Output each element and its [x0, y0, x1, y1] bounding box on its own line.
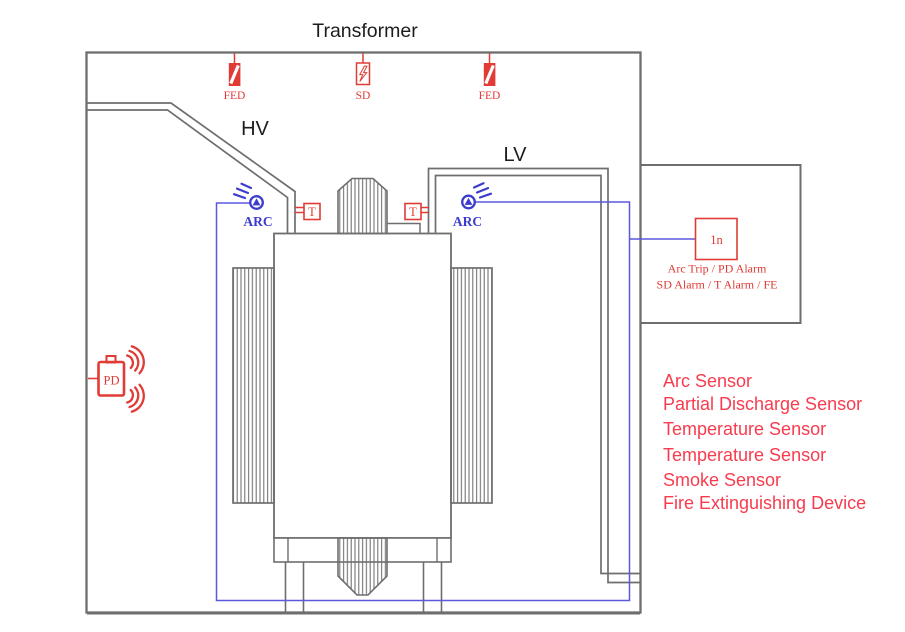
- smoke-detector-icon: [355, 53, 371, 86]
- transformer-tank: [273, 232, 452, 539]
- bottom-fins: [337, 537, 388, 596]
- lv-label: LV: [504, 144, 528, 166]
- pd-label: PD: [104, 374, 120, 388]
- tank-top-step: [387, 222, 421, 234]
- fed-left-icon: [228, 53, 241, 86]
- sensor-legend: Arc Sensor Partial Discharge Sensor Temp…: [663, 371, 866, 513]
- temp-right-label: T: [409, 205, 417, 219]
- right-radiator: [450, 267, 493, 504]
- fed-left-label: FED: [224, 90, 246, 102]
- legend-item-fire-extinguishing-device: Fire Extinguishing Device: [663, 493, 866, 513]
- hv-label: HV: [241, 118, 269, 140]
- temp-sensor-left-icon: [295, 202, 321, 221]
- lv-busduct: [427, 167, 641, 584]
- lightning-icon: [358, 65, 368, 82]
- legend-item-temperature-sensor-2: Temperature Sensor: [663, 445, 826, 465]
- base-plate-dividers: [287, 538, 438, 562]
- arc-rays-icon: [472, 182, 493, 199]
- temp-sensor-right-icon: [404, 202, 430, 221]
- temp-left-label: T: [308, 205, 316, 219]
- smoke-detector-label: SD: [356, 90, 371, 102]
- left-radiator: [232, 267, 275, 504]
- arc-left-label: ARC: [243, 214, 272, 229]
- fed-right-label: FED: [479, 90, 501, 102]
- arc-right-label: ARC: [453, 214, 482, 229]
- top-fins: [337, 177, 388, 235]
- alarm-text-line2: SD Alarm / T Alarm / FE: [657, 278, 778, 292]
- arc-sensor-right-icon: [461, 182, 493, 210]
- wireless-waves-icon: [126, 345, 145, 375]
- wireless-waves-icon: [126, 383, 145, 413]
- hv-busduct: [86, 102, 296, 234]
- legend-item-temperature-sensor-1: Temperature Sensor: [663, 419, 826, 439]
- arc-sensor-left-icon: [232, 182, 264, 210]
- diagram-title: Transformer: [312, 20, 418, 42]
- alarm-unit-box: [694, 217, 738, 261]
- alarm-unit-label: 1n: [710, 233, 723, 247]
- pd-sensor-icon: [88, 345, 145, 413]
- arc-sensor-loop-wire: [215, 201, 631, 602]
- fed-right-icon: [483, 53, 496, 86]
- transformer-legs: [284, 562, 443, 613]
- arc-rays-icon: [232, 182, 253, 200]
- enclosure-outline: [85, 51, 642, 614]
- sensor-wiring: [215, 201, 696, 602]
- legend-item-partial-discharge-sensor: Partial Discharge Sensor: [663, 394, 862, 414]
- legend-item-smoke-sensor: Smoke Sensor: [663, 470, 781, 490]
- transformer-body: [232, 177, 493, 613]
- alarm-text-line1: Arc Trip / PD Alarm: [668, 262, 767, 276]
- legend-item-arc-sensor: Arc Sensor: [663, 371, 752, 391]
- alarm-cabinet-outline: [639, 164, 802, 324]
